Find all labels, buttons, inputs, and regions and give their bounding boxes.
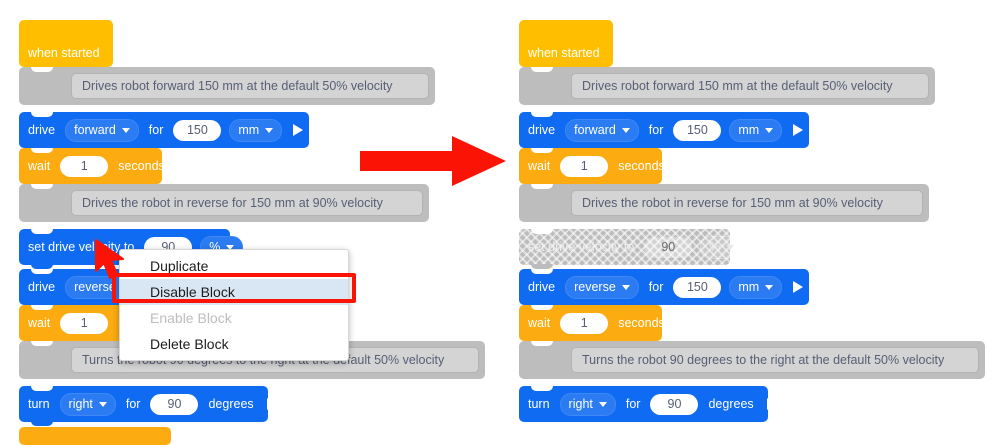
comment-text-box: Drives the robot in reverse for 150 mm a… [571,190,923,216]
chevron-down-icon [598,401,607,407]
comment-block[interactable]: Drives robot forward 150 mm at the defau… [519,67,935,105]
for-label: for [648,280,664,294]
when-started-hat-block[interactable]: when started [519,20,613,67]
comment-text-box: Drives the robot in reverse for 150 mm a… [71,190,423,216]
wait-verb-label: wait [28,159,51,173]
wait-block[interactable]: wait 1 seconds [519,305,665,345]
for-label: for [648,123,664,137]
play-icon[interactable] [293,124,304,136]
drive-unit-dropdown[interactable]: mm [729,118,783,142]
drive-distance-input[interactable]: 150 [673,276,722,298]
turn-direction-dropdown[interactable]: right [59,392,116,416]
chevron-down-icon [621,127,630,133]
for-label: for [625,397,641,411]
chevron-down-icon [621,284,630,290]
drive-direction-dropdown[interactable]: reverse [565,275,639,299]
drive-verb-label: drive [528,123,556,137]
play-icon[interactable] [793,124,804,136]
menu-item-enable-block: Enable Block [150,310,232,326]
block-context-menu[interactable]: Duplicate Disable Block Enable Block Del… [119,249,349,361]
hat-cap [19,20,113,48]
turn-unit-label: degrees [708,397,754,411]
after-state-panel: when started Drives robot forward 150 mm… [500,0,997,445]
drive-verb-label: drive [28,280,56,294]
comment-block[interactable]: Drives robot forward 150 mm at the defau… [19,67,435,105]
chevron-down-icon [726,244,735,250]
play-icon[interactable] [766,398,777,410]
wait-block[interactable]: wait 1 seconds [19,148,165,188]
chevron-down-icon [98,401,107,407]
velocity-amount-input[interactable]: 90 [644,236,693,258]
menu-item-delete-block[interactable]: Delete Block [150,336,229,352]
wait-seconds-input[interactable]: 1 [560,155,609,177]
turn-amount-input[interactable]: 90 [650,393,699,415]
next-block-sliver[interactable] [19,427,171,445]
comment-block[interactable]: Drives the robot in reverse for 150 mm a… [19,184,429,222]
drive-block[interactable]: drive reverse for 150 mm [519,269,809,309]
drive-unit-dropdown[interactable]: mm [229,118,283,142]
comment-text-box: Drives robot forward 150 mm at the defau… [71,73,429,99]
drive-block[interactable]: drive forward for 150 mm [519,112,809,152]
wait-verb-label: wait [528,316,551,330]
turn-unit-label: degrees [208,397,254,411]
chevron-down-icon [265,127,274,133]
play-icon[interactable] [266,398,277,410]
hat-label: when started [528,46,600,60]
chevron-down-icon [765,127,774,133]
menu-item-duplicate[interactable]: Duplicate [150,258,209,274]
set-drive-velocity-block-disabled[interactable]: set drive velocity to 90 % [519,229,744,265]
turn-block[interactable]: turn right for 90 degrees [19,386,277,426]
comment-block[interactable]: Turns the robot 90 degrees to the right … [519,341,985,379]
hat-label: when started [28,46,100,60]
drive-direction-dropdown[interactable]: forward [565,118,639,142]
for-label: for [125,397,141,411]
wait-unit-label: seconds [618,159,665,173]
wait-verb-label: wait [528,159,551,173]
velocity-verb-label: set drive velocity to [528,240,635,254]
drive-direction-dropdown[interactable]: forward [65,118,139,142]
menu-item-disable-block[interactable]: Disable Block [120,279,348,305]
mouse-pointer-icon [95,239,124,279]
wait-unit-label: seconds [118,159,165,173]
wait-seconds-input[interactable]: 1 [60,312,109,334]
turn-verb-label: turn [528,397,550,411]
wait-unit-label: seconds [618,316,665,330]
turn-amount-input[interactable]: 90 [150,393,199,415]
hat-cap [519,20,613,48]
velocity-unit-dropdown[interactable]: % [700,235,744,259]
play-icon[interactable] [793,281,804,293]
chevron-down-icon [226,244,235,250]
turn-direction-dropdown[interactable]: right [559,392,616,416]
turn-verb-label: turn [28,397,50,411]
right-arrow-icon [360,136,506,186]
turn-block[interactable]: turn right for 90 degrees [519,386,777,422]
drive-verb-label: drive [528,280,556,294]
wait-verb-label: wait [28,316,51,330]
before-state-panel: when started Drives robot forward 150 mm… [19,20,485,445]
drive-block[interactable]: drive forward for 150 mm [19,112,309,152]
chevron-down-icon [765,284,774,290]
drive-distance-input[interactable]: 150 [673,119,722,141]
wait-block[interactable]: wait 1 seconds [519,148,665,188]
drive-unit-dropdown[interactable]: mm [729,275,783,299]
chevron-down-icon [121,127,130,133]
comment-text-box: Drives robot forward 150 mm at the defau… [571,73,929,99]
wait-seconds-input[interactable]: 1 [60,155,109,177]
comment-text-box: Turns the robot 90 degrees to the right … [571,347,979,373]
comment-block[interactable]: Drives the robot in reverse for 150 mm a… [519,184,929,222]
drive-verb-label: drive [28,123,56,137]
when-started-hat-block[interactable]: when started [19,20,113,67]
wait-seconds-input[interactable]: 1 [560,312,609,334]
drive-distance-input[interactable]: 150 [173,119,222,141]
for-label: for [148,123,164,137]
